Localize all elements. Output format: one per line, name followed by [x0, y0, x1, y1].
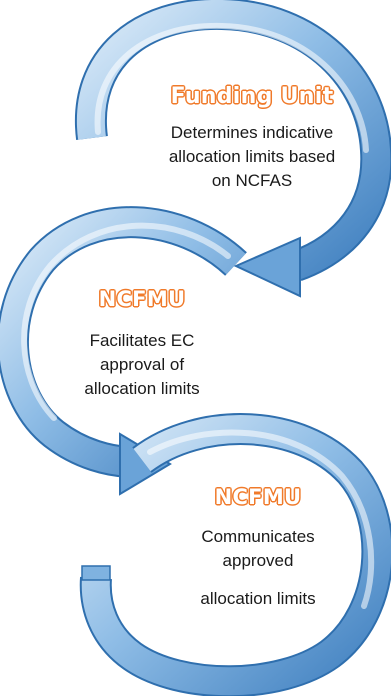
loop-arrow-3 [79, 413, 391, 696]
arrowhead-1 [233, 236, 301, 298]
step-3-line-1: Communicates [201, 527, 315, 546]
step-3-description: Communicates approved allocation limits [160, 525, 356, 611]
step-2-line-3: allocation limits [84, 379, 200, 398]
step-1-line-1: Determines indicative [170, 123, 334, 142]
step-3-line-3: allocation limits [200, 589, 316, 608]
step-1-line-2: allocation limits based [168, 147, 336, 166]
step-3: NCFMU Communicates approved allocation l… [160, 485, 356, 611]
step-1-description: Determines indicative allocation limits … [120, 121, 384, 193]
loop-arrow-1 [74, 0, 391, 298]
loop-3-end-cap [81, 565, 111, 581]
step-1-title: Funding Unit [170, 84, 334, 109]
step-2-line-1: Facilitates EC [89, 331, 195, 350]
step-3-title: NCFMU [214, 485, 302, 509]
step-1-line-3: on NCFAS [211, 171, 293, 190]
step-1: Funding Unit Determines indicative alloc… [120, 84, 384, 193]
step-2-line-2: approval of [99, 355, 185, 374]
step-2-title: NCFMU [98, 287, 186, 311]
step-2: NCFMU Facilitates EC approval of allocat… [62, 287, 222, 401]
step-3-line-2: approved [222, 551, 294, 570]
step-2-description: Facilitates EC approval of allocation li… [62, 329, 222, 401]
loop-arrow-2 [0, 206, 247, 496]
